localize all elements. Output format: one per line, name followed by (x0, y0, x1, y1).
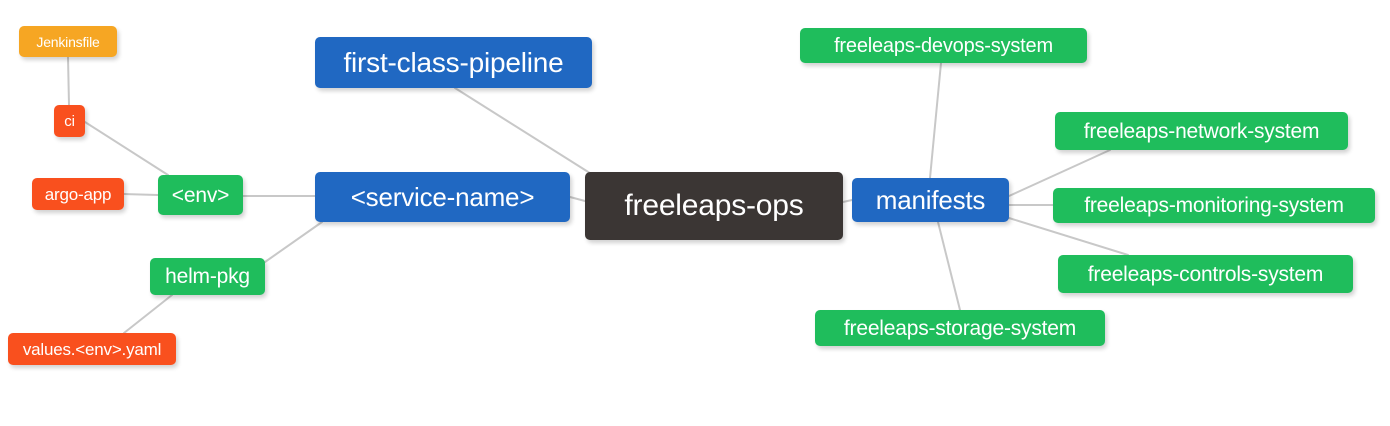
edge-ci-to-jenkinsfile (67, 56, 70, 106)
node-argo-app[interactable]: argo-app (32, 178, 124, 210)
node-helm-pkg[interactable]: helm-pkg (150, 258, 265, 295)
node-freeleaps-ops[interactable]: freeleaps-ops (585, 172, 843, 240)
node-freeleaps-devops-system[interactable]: freeleaps-devops-system (800, 28, 1087, 63)
edge-manifests-to-freeleaps-network-system (1008, 149, 1111, 197)
edge-env-to-ci (84, 121, 169, 176)
node-env[interactable]: <env> (158, 175, 243, 215)
edge-env-to-argo-app (123, 193, 159, 196)
edge-freeleaps-ops-to-service-name (569, 196, 586, 202)
edge-freeleaps-ops-to-manifests (842, 199, 853, 203)
node-freeleaps-monitoring-system[interactable]: freeleaps-monitoring-system (1053, 188, 1375, 223)
edge-manifests-to-freeleaps-storage-system (937, 221, 961, 311)
node-ci[interactable]: ci (54, 105, 85, 137)
edge-service-name-to-helm-pkg (264, 221, 323, 263)
node-freeleaps-storage-system[interactable]: freeleaps-storage-system (815, 310, 1105, 346)
edge-helm-pkg-to-values-env-yaml (123, 294, 173, 334)
node-manifests[interactable]: manifests (852, 178, 1009, 222)
edge-manifests-to-freeleaps-controls-system (1008, 217, 1129, 256)
node-values-env-yaml[interactable]: values.<env>.yaml (8, 333, 176, 365)
node-freeleaps-network-system[interactable]: freeleaps-network-system (1055, 112, 1348, 150)
node-service-name[interactable]: <service-name> (315, 172, 570, 222)
node-jenkinsfile[interactable]: Jenkinsfile (19, 26, 117, 57)
edge-manifests-to-freeleaps-devops-system (929, 62, 942, 179)
edge-freeleaps-ops-to-first-class-pipeline (454, 87, 594, 176)
node-first-class-pipeline[interactable]: first-class-pipeline (315, 37, 592, 88)
node-freeleaps-controls-system[interactable]: freeleaps-controls-system (1058, 255, 1353, 293)
